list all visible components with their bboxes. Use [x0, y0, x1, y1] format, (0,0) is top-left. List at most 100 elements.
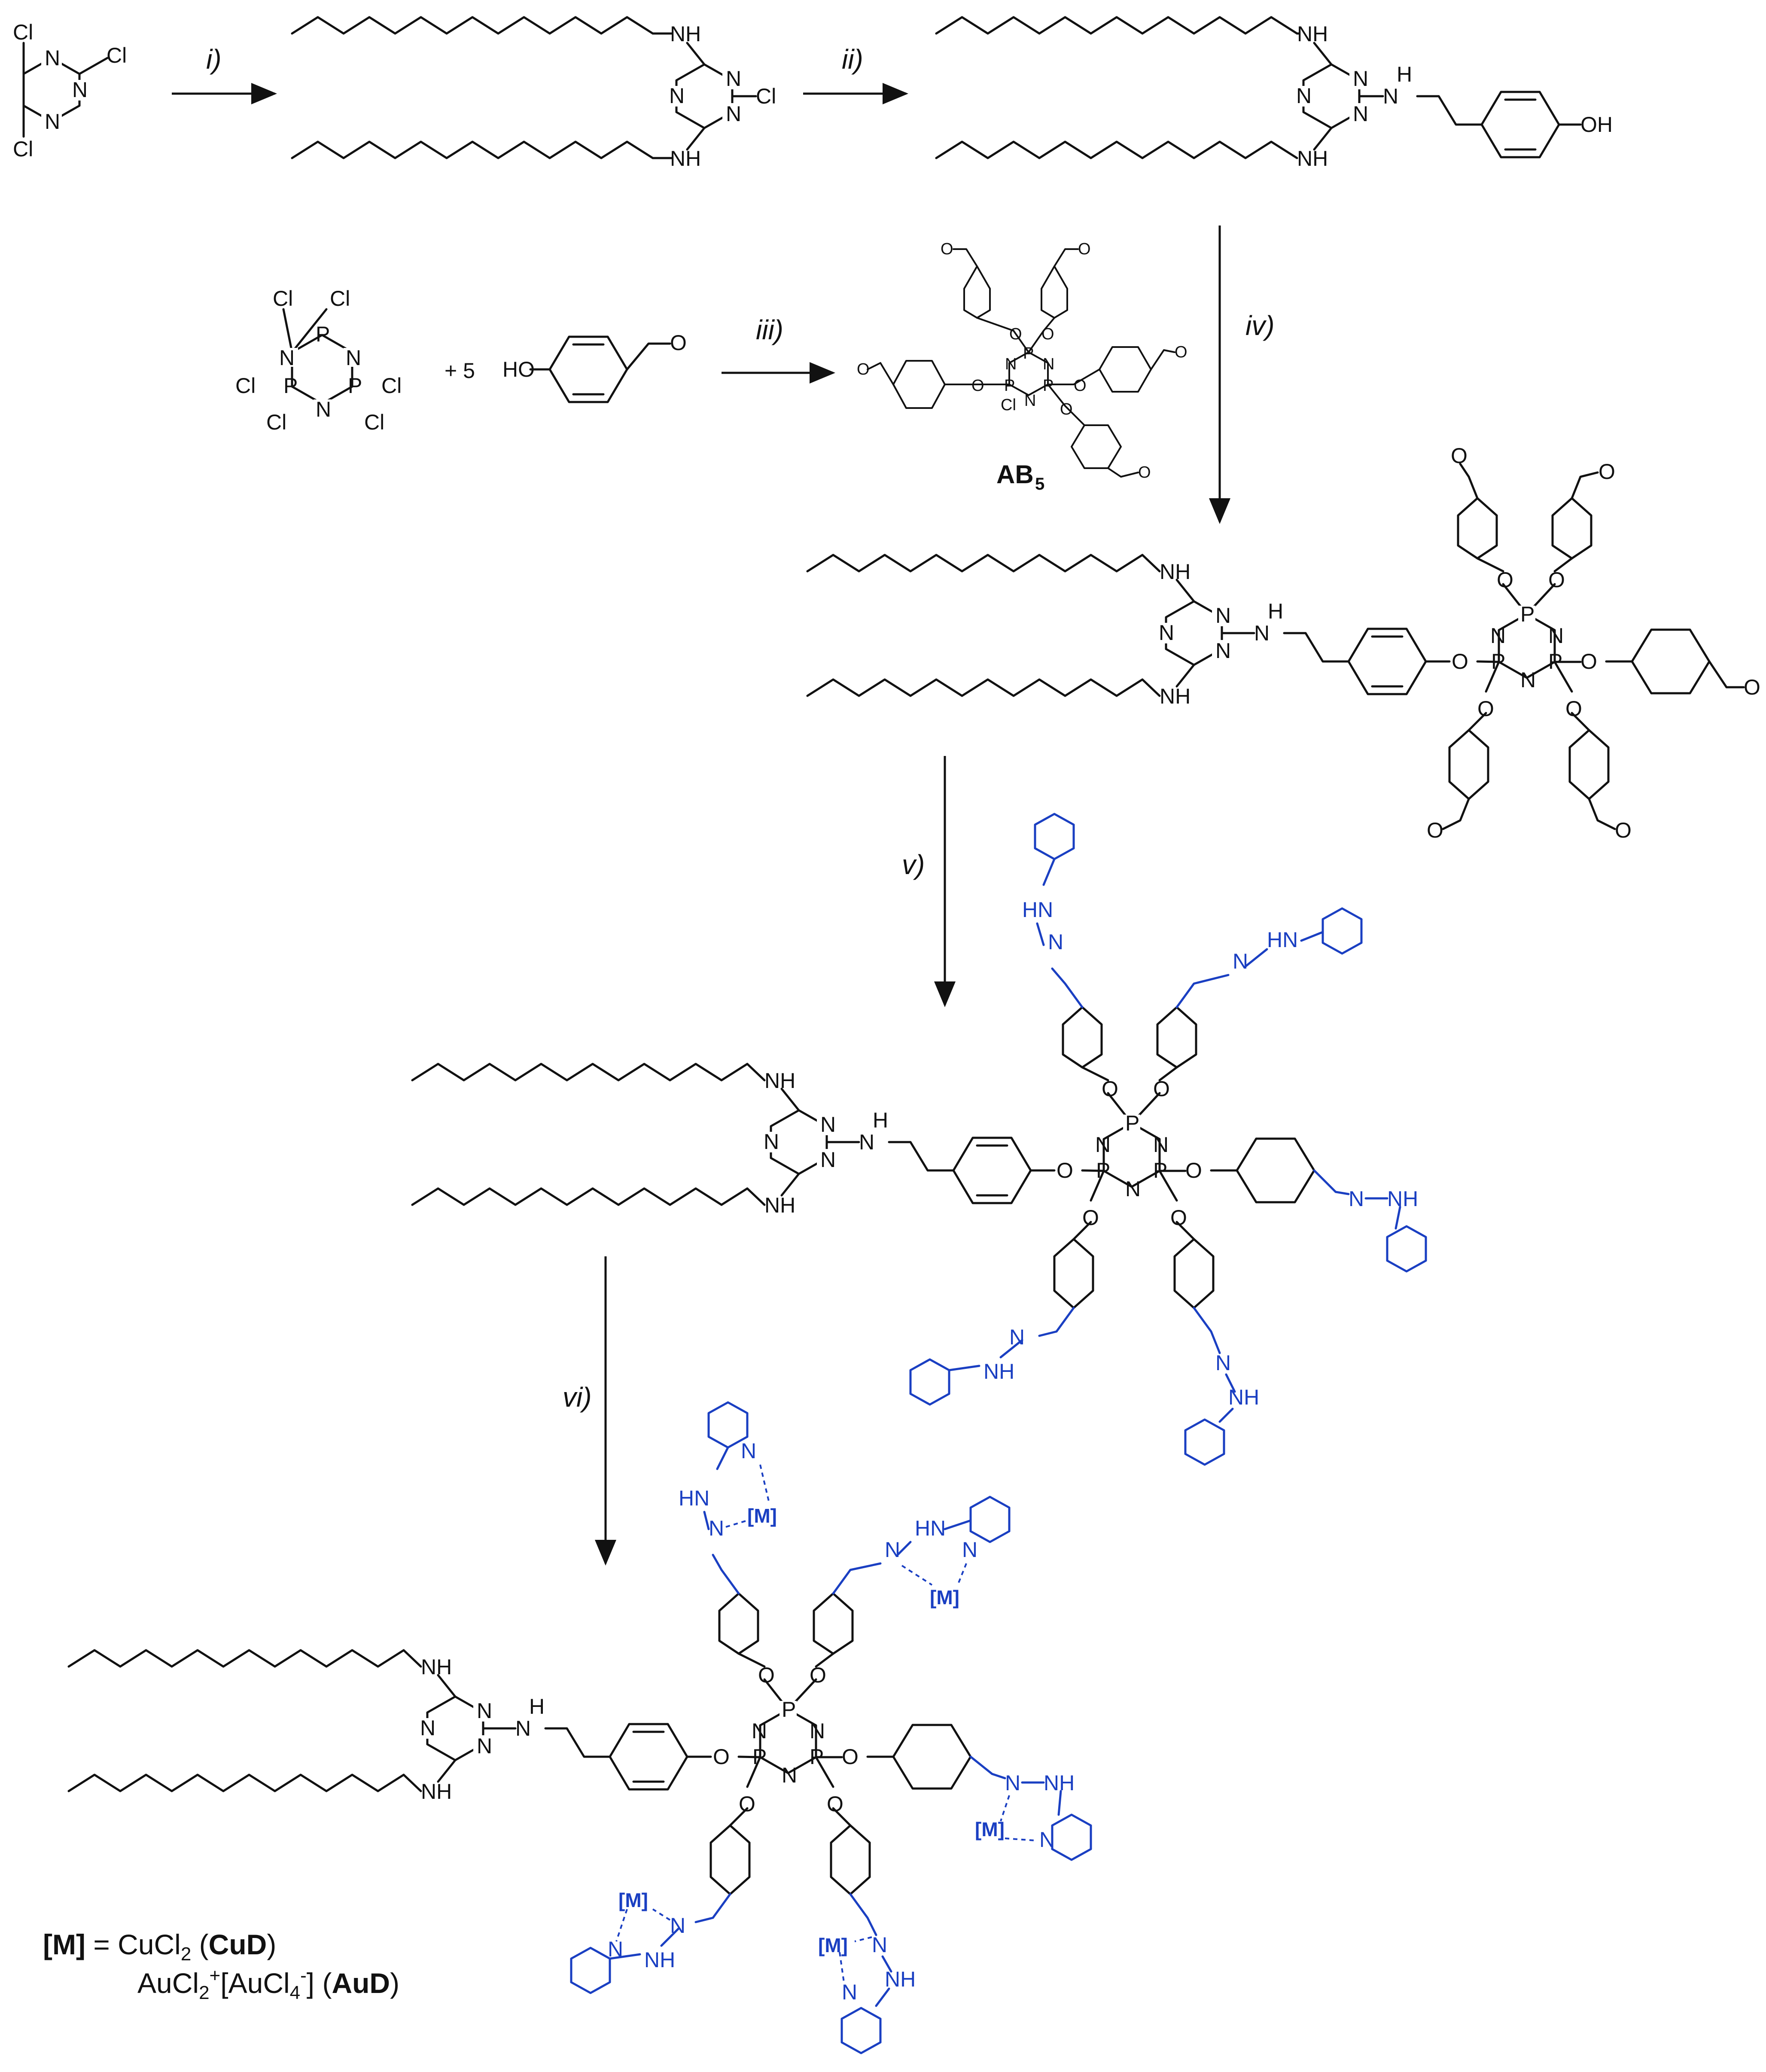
- atom-p: P: [1153, 1158, 1167, 1182]
- atom-n: N: [1349, 1187, 1364, 1211]
- atom-nh: NH: [885, 1967, 916, 1991]
- atom-h: H: [529, 1694, 545, 1719]
- legend-cu-name: CuD: [209, 1929, 267, 1960]
- legend-au-sup2: -: [300, 1965, 307, 1986]
- atom-n: N: [726, 67, 741, 91]
- condition-ii: ii): [842, 44, 863, 75]
- atom-o: O: [1175, 343, 1187, 361]
- atom-n: N: [45, 46, 60, 70]
- didodecyl-tyramine-triazine: N N N NH NH N H OH: [935, 16, 1613, 171]
- atom-n: N: [859, 1130, 874, 1154]
- atom-p: P: [1043, 377, 1054, 395]
- atom-n: N: [1125, 1177, 1141, 1201]
- atom-n: N: [669, 84, 685, 108]
- legend-au-b: [AuCl: [220, 1967, 289, 1999]
- legend-au-c: ] (: [307, 1967, 332, 1999]
- arrow-step-iii: iii): [722, 314, 835, 384]
- atom-n: N: [279, 346, 295, 370]
- atom-n: N: [1095, 1133, 1111, 1157]
- condition-i: i): [206, 44, 222, 75]
- atom-n: N: [741, 1439, 756, 1463]
- atom-o: O: [1057, 1158, 1073, 1182]
- atom-p: P: [1491, 649, 1505, 673]
- atom-nh: NH: [421, 1655, 452, 1679]
- atom-o: O: [842, 1745, 859, 1769]
- atom-h: H: [1268, 599, 1283, 623]
- atom-n: N: [1490, 624, 1506, 648]
- hydroxybenzaldehyde: HO O: [502, 331, 687, 403]
- atom-hn: HN: [679, 1486, 709, 1510]
- atom-p: P: [752, 1745, 767, 1769]
- legend-au-sub2: 4: [290, 1982, 300, 2003]
- atom-n: N: [810, 1719, 825, 1743]
- atom-cl: Cl: [266, 410, 286, 434]
- arrow-step-ii: ii): [803, 44, 908, 104]
- arrow-step-iv: iv): [1209, 225, 1275, 524]
- atom-cl: Cl: [273, 286, 293, 311]
- ab5-phosphazene: P P P N N N Cl O O O O O O O O O O AB 5: [857, 240, 1187, 494]
- hydrazone-dendrimer: N N N NH NH N H O O P P P N N N O O O O: [411, 813, 1427, 1466]
- atom-o: O: [857, 360, 870, 378]
- atom-n: N: [515, 1716, 531, 1740]
- atom-o: O: [713, 1745, 730, 1769]
- compound-ab5-subscript: 5: [1035, 475, 1044, 494]
- atom-o: O: [971, 377, 984, 395]
- atom-n: N: [1520, 668, 1536, 692]
- atom-hn: HN: [1267, 928, 1298, 952]
- atom-cl: Cl: [330, 286, 350, 311]
- legend-cu-close: ): [267, 1929, 276, 1960]
- atom-n: N: [820, 1112, 836, 1137]
- atom-p: P: [1004, 377, 1015, 395]
- atom-cl: Cl: [235, 374, 256, 398]
- legend-eq-sub: 2: [181, 1944, 191, 1965]
- atom-n: N: [782, 1763, 797, 1787]
- arrow-step-v: v): [902, 756, 956, 1007]
- atom-n: N: [1159, 621, 1174, 645]
- atom-o: O: [1170, 1206, 1187, 1230]
- atom-o: O: [1744, 675, 1760, 699]
- metal-center: [M]: [975, 1818, 1005, 1840]
- atom-o: O: [1452, 649, 1468, 673]
- atom-n: N: [1296, 84, 1312, 108]
- atom-o: O: [1041, 325, 1054, 343]
- atom-n: N: [709, 1516, 724, 1540]
- atom-n: N: [962, 1538, 977, 1562]
- atom-o: O: [1451, 444, 1468, 468]
- atom-n: N: [1215, 639, 1231, 663]
- atom-n: N: [1024, 392, 1036, 410]
- atom-o: O: [1599, 460, 1615, 484]
- atom-p: P: [810, 1745, 824, 1769]
- atom-cl: Cl: [756, 84, 776, 108]
- cyanuric-chloride: N N N Cl Cl Cl: [13, 20, 127, 161]
- atom-p: P: [348, 374, 362, 398]
- atom-o: O: [670, 331, 687, 355]
- legend-line-au: AuCl2+[AuCl4-] (AuD): [137, 1965, 399, 2003]
- atom-cl: Cl: [1001, 396, 1016, 414]
- atom-p: P: [1023, 344, 1034, 363]
- atom-nh: NH: [1160, 684, 1191, 708]
- atom-o: O: [1615, 818, 1632, 842]
- hexachlorocyclotriphosphazene: P Cl Cl N N N P P Cl Cl Cl Cl: [235, 286, 402, 434]
- legend-au-sub1: 2: [199, 1982, 209, 2003]
- atom-o: O: [810, 1663, 826, 1687]
- atom-o: O: [1009, 325, 1022, 343]
- metal-center: [M]: [930, 1586, 959, 1609]
- atom-o: O: [739, 1792, 755, 1816]
- atom-n: N: [316, 397, 331, 421]
- atom-n: N: [1009, 1325, 1025, 1349]
- atom-o: O: [1477, 697, 1494, 721]
- atom-n: N: [420, 1716, 435, 1740]
- atom-n: N: [1039, 1828, 1055, 1852]
- atom-n: N: [842, 1980, 857, 2004]
- atom-o: O: [1497, 568, 1513, 592]
- atom-o: O: [1102, 1077, 1118, 1101]
- atom-n: N: [608, 1937, 623, 1961]
- atom-nh: NH: [670, 22, 701, 46]
- legend-m-label: [M]: [43, 1929, 85, 1960]
- atom-cl: Cl: [13, 20, 33, 44]
- atom-n: N: [1048, 930, 1063, 954]
- compound-ab5-label: AB: [996, 460, 1034, 489]
- legend-eq: = CuCl: [85, 1929, 181, 1960]
- atom-n: N: [1548, 624, 1564, 648]
